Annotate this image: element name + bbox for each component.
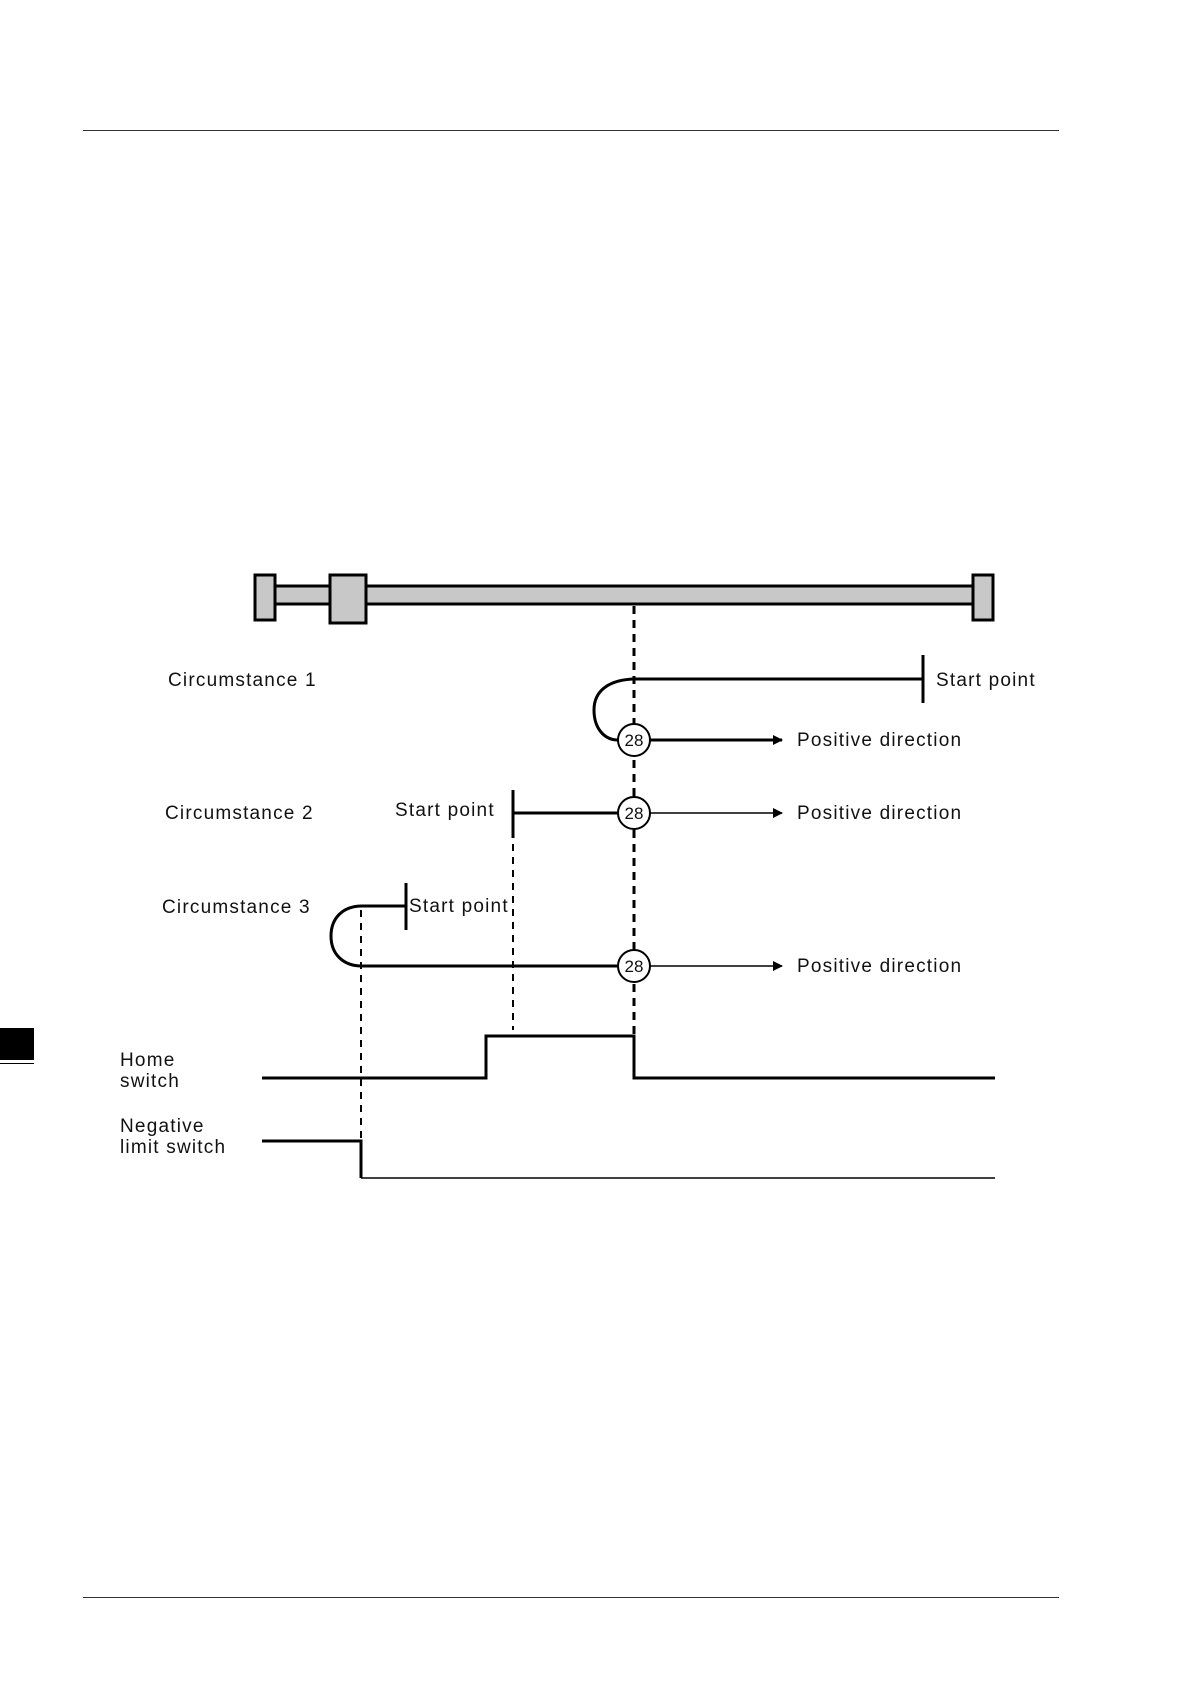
home-switch-signal: Home switch [120, 1036, 995, 1092]
origin-marker-number: 28 [625, 804, 644, 823]
positive-direction-label: Positive direction [797, 803, 962, 824]
negative-limit-waveform-high [262, 1141, 361, 1178]
home-switch-waveform [262, 1036, 995, 1078]
rail-assembly [255, 575, 993, 623]
positive-direction-label: Positive direction [797, 956, 962, 977]
circumstance-2-label: Circumstance 2 [165, 803, 314, 824]
rail-left-end-stop [255, 575, 275, 620]
circumstance-3-label: Circumstance 3 [162, 897, 311, 918]
rail-right-end-stop [973, 575, 993, 620]
origin-marker-number: 28 [625, 957, 644, 976]
negative-limit-label-line-1: Negative [120, 1116, 205, 1137]
start-point-label: Start point [936, 670, 1036, 691]
negative-limit-label-line-2: limit switch [120, 1137, 226, 1158]
origin-marker-number: 28 [625, 731, 644, 750]
negative-limit-switch-signal: Negative limit switch [120, 1116, 995, 1178]
start-point-label: Start point [395, 800, 495, 821]
start-point-label: Start point [409, 896, 509, 917]
circumstance-3: Circumstance 3 Start point 28 Positive d… [162, 883, 962, 982]
circumstance-2: Circumstance 2 Start point 28 Positive d… [165, 790, 962, 838]
circumstance-1: Circumstance 1 Start point 28 Positive d… [168, 655, 1036, 756]
circumstance-1-label: Circumstance 1 [168, 670, 317, 691]
home-switch-label-line-2: switch [120, 1071, 180, 1092]
carriage [330, 575, 366, 623]
positive-direction-label: Positive direction [797, 730, 962, 751]
home-switch-label-line-1: Home [120, 1050, 175, 1071]
